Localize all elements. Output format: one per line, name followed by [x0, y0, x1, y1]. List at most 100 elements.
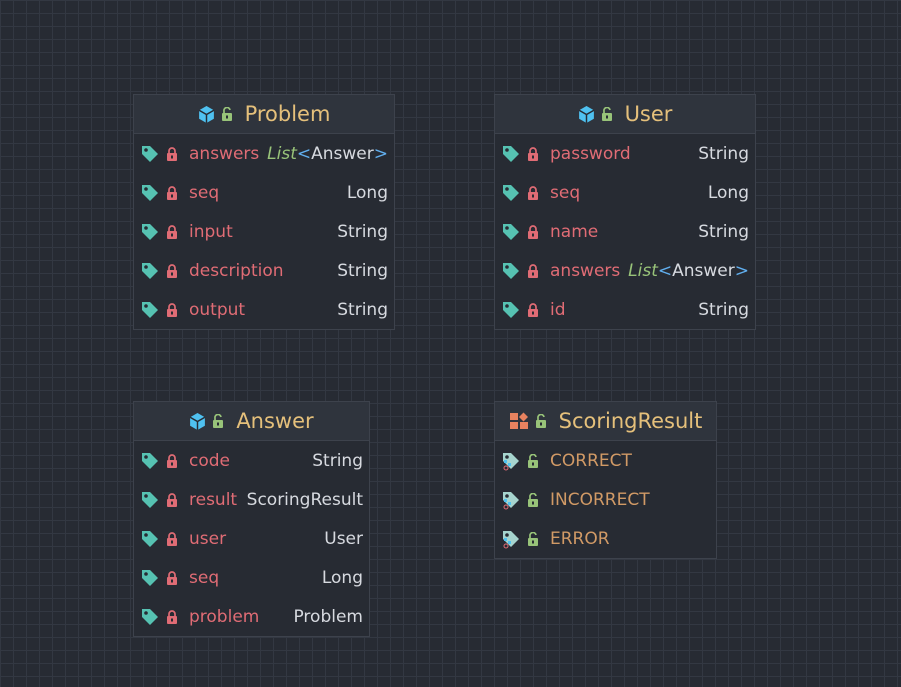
field-row-seq[interactable]: seq Long	[134, 173, 394, 212]
field-name: description	[189, 260, 284, 281]
class-title: User	[624, 102, 673, 126]
field-row-problem[interactable]: problem Problem	[134, 597, 369, 636]
field-name: seq	[189, 182, 220, 203]
private-lock-icon	[527, 146, 539, 161]
enum-title: ScoringResult	[558, 409, 703, 433]
field-type: List<Answer>	[622, 261, 749, 281]
enum-row-error[interactable]: ERROR	[495, 519, 716, 558]
private-lock-icon	[166, 609, 178, 624]
field-tag-icon	[140, 529, 160, 549]
field-type: ScoringResult	[246, 489, 363, 510]
field-name: code	[189, 450, 230, 471]
scoring-result-enum-header[interactable]: ScoringResult	[495, 402, 716, 441]
problem-class-header[interactable]: Problem	[134, 95, 394, 134]
field-type: String	[312, 450, 363, 471]
field-row-seq[interactable]: seq Long	[495, 173, 755, 212]
field-row-answers[interactable]: answers List<Answer>	[134, 134, 394, 173]
field-name: user	[189, 528, 227, 549]
field-tag-icon	[140, 300, 160, 320]
problem-class-node[interactable]: Problem answers List<Answer> seq Long in…	[133, 94, 395, 330]
private-lock-icon	[527, 185, 539, 200]
user-class-node[interactable]: User password String seq Long name Strin…	[494, 94, 756, 330]
private-lock-icon	[166, 302, 178, 317]
public-unlock-icon	[601, 107, 613, 121]
public-unlock-icon	[221, 107, 233, 121]
field-name: answers	[189, 143, 260, 164]
field-row-code[interactable]: code String	[134, 441, 369, 480]
type-argument: Answer	[672, 260, 735, 281]
field-tag-icon	[501, 300, 521, 320]
field-row-result[interactable]: result ScoringResult	[134, 480, 369, 519]
field-tag-icon	[501, 261, 521, 281]
field-type: String	[337, 299, 388, 320]
enum-value: INCORRECT	[550, 489, 650, 510]
type-argument: Answer	[311, 143, 374, 164]
field-name: password	[550, 143, 631, 164]
field-tag-icon	[140, 222, 160, 242]
field-tag-icon	[140, 490, 160, 510]
enum-constant-icon	[501, 451, 521, 471]
field-row-name[interactable]: name String	[495, 212, 755, 251]
answer-class-header[interactable]: Answer	[134, 402, 369, 441]
enum-row-correct[interactable]: CORRECT	[495, 441, 716, 480]
private-lock-icon	[166, 146, 178, 161]
private-lock-icon	[166, 492, 178, 507]
enum-icon	[509, 412, 529, 430]
field-type: Long	[346, 182, 388, 203]
field-tag-icon	[501, 183, 521, 203]
generic-type: List	[628, 260, 658, 281]
field-row-description[interactable]: description String	[134, 251, 394, 290]
field-type: String	[337, 221, 388, 242]
field-name: output	[189, 299, 246, 320]
field-tag-icon	[140, 183, 160, 203]
enum-constant-icon	[501, 529, 521, 549]
scoring-result-enum-node[interactable]: ScoringResult CORRECT INCORRECT ERROR	[494, 401, 717, 559]
field-type: Long	[321, 567, 363, 588]
field-name: problem	[189, 606, 260, 627]
private-lock-icon	[166, 531, 178, 546]
class-title: Answer	[236, 409, 314, 433]
field-type: String	[698, 143, 749, 164]
field-row-user[interactable]: user User	[134, 519, 369, 558]
field-tag-icon	[140, 568, 160, 588]
public-unlock-icon	[535, 414, 547, 428]
field-tag-icon	[140, 451, 160, 471]
class-title: Problem	[244, 102, 331, 126]
private-lock-icon	[166, 263, 178, 278]
field-tag-icon	[140, 607, 160, 627]
public-unlock-icon	[527, 453, 539, 468]
field-name: id	[550, 299, 566, 320]
field-row-output[interactable]: output String	[134, 290, 394, 329]
field-type: Problem	[293, 606, 363, 627]
user-class-header[interactable]: User	[495, 95, 755, 134]
class-cube-icon	[198, 105, 215, 124]
angle-open: <	[296, 143, 312, 164]
enum-row-incorrect[interactable]: INCORRECT	[495, 480, 716, 519]
private-lock-icon	[527, 302, 539, 317]
field-name: result	[189, 489, 238, 510]
private-lock-icon	[166, 185, 178, 200]
field-type: Long	[707, 182, 749, 203]
field-row-id[interactable]: id String	[495, 290, 755, 329]
public-unlock-icon	[212, 414, 224, 428]
field-name: input	[189, 221, 233, 242]
field-tag-icon	[501, 222, 521, 242]
generic-type: List	[267, 143, 297, 164]
angle-close: >	[373, 143, 388, 164]
field-name: seq	[550, 182, 581, 203]
field-row-answers[interactable]: answers List<Answer>	[495, 251, 755, 290]
field-row-password[interactable]: password String	[495, 134, 755, 173]
field-type: String	[698, 221, 749, 242]
field-type: String	[698, 299, 749, 320]
field-name: seq	[189, 567, 220, 588]
enum-value: CORRECT	[550, 450, 632, 471]
field-name: name	[550, 221, 599, 242]
private-lock-icon	[527, 263, 539, 278]
field-row-input[interactable]: input String	[134, 212, 394, 251]
enum-constant-icon	[501, 490, 521, 510]
public-unlock-icon	[527, 492, 539, 507]
private-lock-icon	[166, 453, 178, 468]
field-row-seq[interactable]: seq Long	[134, 558, 369, 597]
field-name: answers	[550, 260, 621, 281]
answer-class-node[interactable]: Answer code String result ScoringResult …	[133, 401, 370, 637]
